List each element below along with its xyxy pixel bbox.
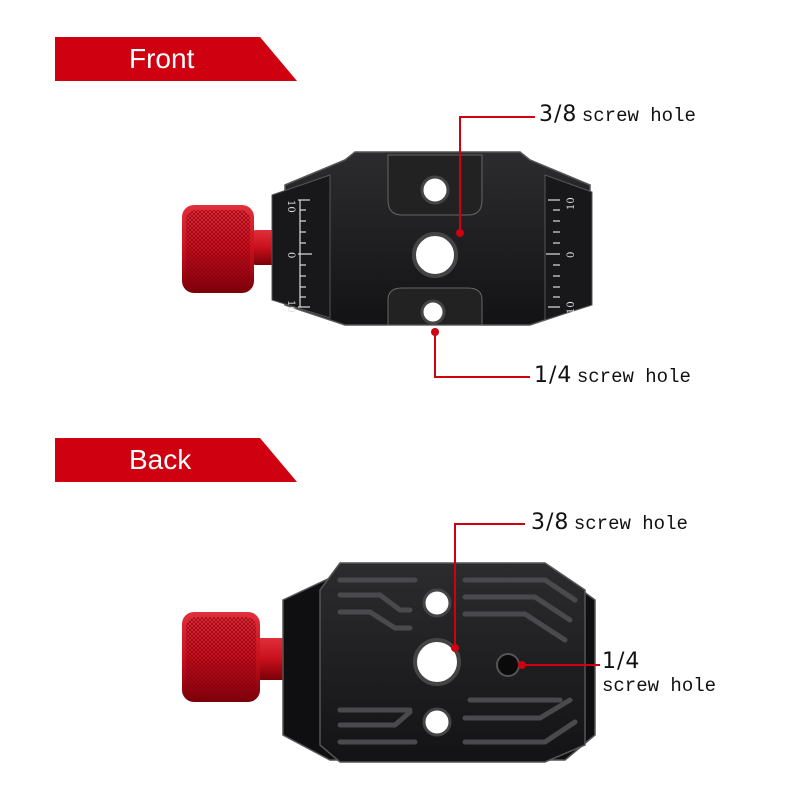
callout-size: 3/8: [531, 510, 570, 535]
back-clamp: [182, 562, 596, 763]
back-callout-1-4: 1/4 screw hole: [602, 650, 716, 698]
callout-size: 3/8: [539, 102, 578, 127]
back-banner: Back: [55, 438, 297, 482]
back-title: Back: [129, 444, 192, 475]
hole-icon: [422, 707, 452, 737]
hole-1-4-icon: [420, 299, 446, 325]
hole-1-4-icon: [496, 653, 520, 677]
knob-stem: [255, 638, 290, 680]
callout-size: 1/4: [602, 649, 641, 674]
callout-text: screw hole: [573, 513, 688, 535]
front-title: Front: [129, 43, 195, 74]
hole-icon: [422, 588, 452, 618]
hole-3-8-icon: [413, 638, 461, 686]
scale-label: 10: [566, 301, 577, 314]
scale-label: 10: [566, 197, 577, 210]
hole-3-8-icon: [412, 232, 458, 278]
callout-size: 1/4: [534, 363, 573, 388]
front-banner: Front: [55, 37, 297, 81]
callout-text: screw hole: [576, 366, 691, 388]
scale-label: 10: [285, 300, 296, 313]
back-callout-3-8: 3/8 screw hole: [531, 510, 688, 535]
front-clamp: 10 0 10 10 0 10: [182, 151, 593, 326]
scale-label: 0: [566, 252, 577, 258]
front-callout-1-4: 1/4 screw hole: [534, 363, 691, 388]
hole-icon: [420, 175, 450, 205]
callout-text: screw hole: [602, 675, 717, 697]
callout-text: screw hole: [581, 105, 696, 127]
scale-label: 10: [285, 200, 296, 213]
scale-label: 0: [285, 252, 296, 258]
front-callout-3-8: 3/8 screw hole: [539, 102, 696, 127]
leader-lines: [434, 116, 600, 666]
